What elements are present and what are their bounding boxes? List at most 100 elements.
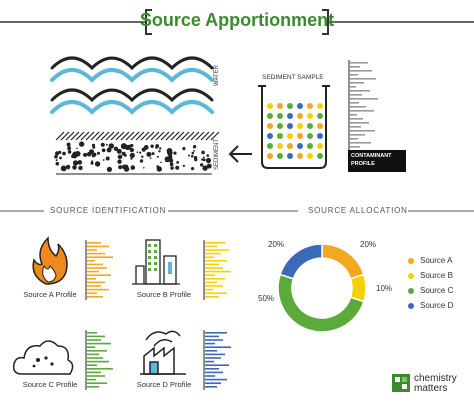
contaminant-bar [350,130,375,132]
sediment-pebble [141,155,144,158]
page-title: Source Apportionment [139,10,335,30]
sediment-pebble [77,160,83,165]
sediment-pebble [118,165,123,170]
sediment-pebble [94,161,101,167]
legend-label-a: Source A [420,256,453,265]
contaminant-bar [350,110,374,112]
sediment-pebble [168,155,173,160]
sediment-pebble [105,156,110,161]
sediment-pebble [129,144,133,148]
sediment-pebble [129,152,135,158]
legend-dot-d [408,302,414,309]
hatch-line [115,131,125,141]
donut-slice-source-c [277,273,365,333]
contaminant-bar [350,134,365,136]
contaminant-bar [350,146,360,148]
profile-bar [205,270,231,273]
contaminant-bar [350,142,371,144]
profile-bar [87,256,113,258]
profile-bar [87,335,105,338]
profile-bar [205,285,223,287]
sample-particle [307,113,313,119]
profile-bar [205,245,217,248]
legend-dot-a [408,257,414,264]
slice-label-source-a: 20% [360,240,377,249]
sample-particle [297,103,303,109]
profile-bar [205,335,219,338]
sample-beaker [258,85,330,169]
sediment-pebble [67,150,72,154]
sediment-pebble [116,148,122,154]
profile-bar [87,339,101,341]
sediment-pebble [79,141,85,147]
sediment-pebble [125,146,130,150]
source-d-profile-label: Source D Profile [136,380,192,389]
sediment-pebble [176,161,180,164]
profile-bar [87,342,111,345]
sediment-pebble [136,151,139,153]
profile-bar [87,353,99,356]
sample-particle [267,143,273,149]
sediment-pebble [202,158,206,162]
sample-particle [307,103,313,109]
profile-bar [87,260,95,262]
profile-bar [205,242,225,244]
hatch-line [130,131,140,141]
sample-particle [297,123,303,129]
source-c-profile-label: Source C Profile [22,380,78,389]
sample-particle [317,153,323,159]
donut-slice-source-a [321,243,365,280]
sample-particle [267,103,273,109]
profile-bar [205,368,219,370]
slice-label-source-c: 50% [258,294,275,303]
profile-bar [87,267,107,269]
profile-bar [205,364,229,366]
section-rules [0,210,474,212]
sediment-pebble [106,143,108,146]
sample-particle [277,113,283,119]
sediment-pebble [150,144,154,148]
sediment-pebble [92,152,97,157]
sediment-layer [54,141,212,172]
legend-label-c: Source C [420,286,454,295]
title-brackets [0,9,474,35]
sediment-pebble [113,146,119,151]
sample-particles [267,103,323,159]
profile-bar [205,332,227,334]
hatch-line [105,131,115,141]
sediment-pebble [59,156,62,160]
contaminant-bar [350,138,358,140]
sediment-pebble [182,147,186,151]
sediment-pebble [92,145,96,149]
legend-item-source-b: Source B [408,271,453,280]
legend-item-source-c: Source C [408,286,453,295]
sediment-pebble [120,143,127,149]
source-allocation-heading: SOURCE ALLOCATION [308,206,408,215]
hatch-line [195,131,205,141]
hatch-line [155,131,165,141]
legend-dot-b [408,272,414,279]
sediment-pebble [106,147,112,153]
sediment-pebble [55,159,58,162]
profile-bar [205,375,215,377]
sediment-pebble [158,150,161,153]
cloud-icon [12,340,74,375]
contaminant-bar [350,78,376,80]
allocation-donut-chart [277,243,367,333]
hatch-line [180,131,190,141]
hatch-line [70,131,80,141]
sample-particle [287,133,293,139]
sediment-pebble [89,149,94,155]
sediment-pebble [100,142,105,147]
sediment-pebble [190,154,194,158]
contaminant-bar [350,102,359,104]
sediment-pebble [121,151,126,156]
sediment-pebble [108,143,115,149]
contaminant-bar [350,94,362,96]
profile-bar [87,378,96,381]
hatch-line [135,131,145,141]
contaminant-bar [350,114,357,116]
sediment-pebble [130,157,133,160]
legend-item-source-d: Source D [408,301,453,310]
arrow-icon [228,145,252,163]
